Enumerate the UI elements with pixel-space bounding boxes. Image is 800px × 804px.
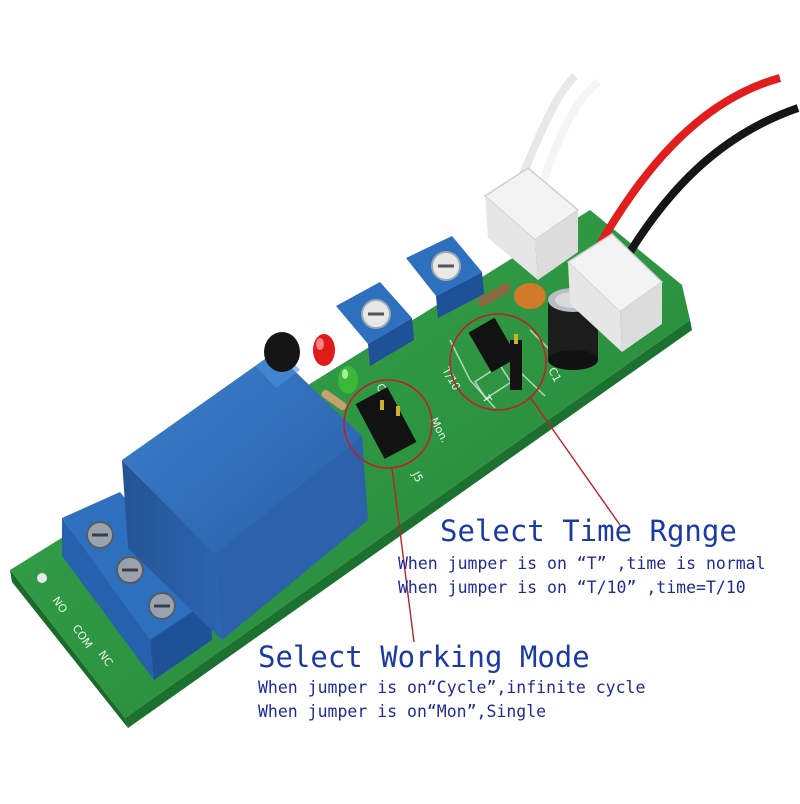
working-mode-pointer-line bbox=[391, 467, 415, 643]
silkscreen-labels: NO COM NC T/10 T Mon. Cycle J5 C1 bbox=[50, 364, 564, 669]
relay bbox=[122, 348, 368, 640]
jumper-label-j5: J5 bbox=[409, 468, 426, 484]
working-mode-line-2: When jumper is on“Mon”,Single bbox=[258, 702, 547, 721]
jumper-header-time bbox=[468, 317, 522, 390]
working-mode-title: Select Working Mode bbox=[258, 640, 590, 674]
working-mode-line-1: When jumper is on“Cycle”,infinite cycle bbox=[258, 678, 646, 697]
transistor bbox=[264, 332, 300, 372]
mounting-hole bbox=[37, 573, 47, 583]
time-range-callout-circle bbox=[449, 313, 547, 411]
time-range-line-1: When jumper is on “T” ,time is normal bbox=[398, 554, 766, 573]
small-components bbox=[321, 283, 546, 411]
time-range-pointer-line bbox=[529, 396, 621, 526]
potentiometers bbox=[336, 236, 484, 366]
screw-terminal-block bbox=[62, 492, 212, 680]
callouts bbox=[343, 313, 621, 643]
time-range-title: Select Time Rgnge bbox=[440, 514, 737, 548]
capacitor-label: C1 bbox=[545, 365, 563, 384]
working-mode-callout-circle bbox=[343, 379, 433, 469]
time-range-line-2: When jumper is on “T/10” ,time=T/10 bbox=[398, 578, 746, 597]
signal-connector bbox=[483, 73, 601, 280]
jumper-header-mode bbox=[355, 387, 417, 459]
leds bbox=[313, 334, 358, 394]
power-connector bbox=[566, 74, 800, 352]
